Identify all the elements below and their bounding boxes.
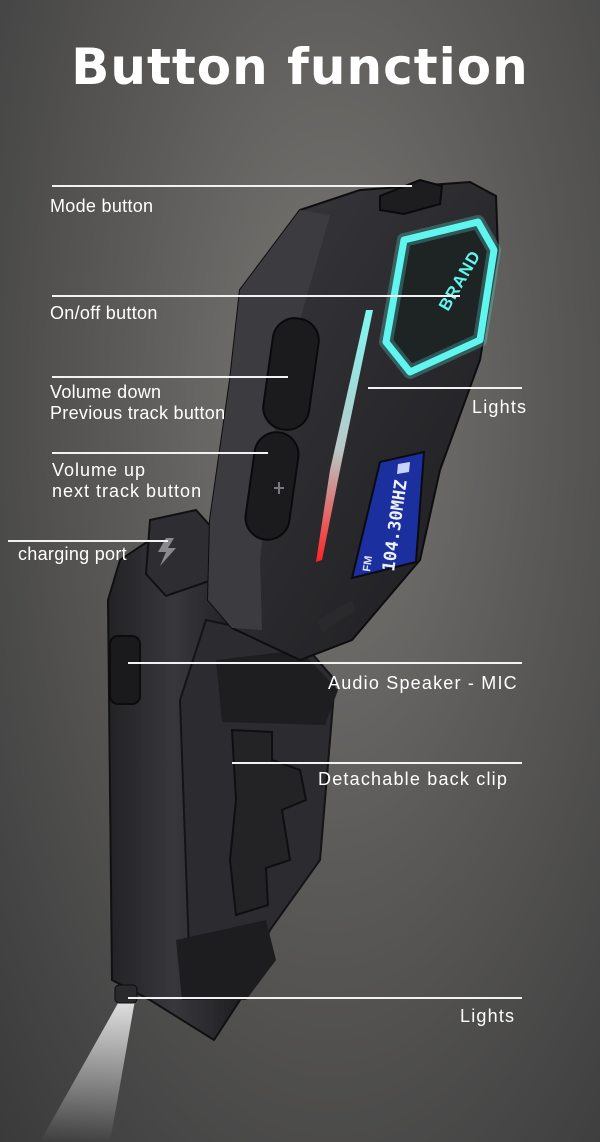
back-clip bbox=[228, 728, 308, 917]
label-charging-port: charging port bbox=[18, 544, 127, 564]
upper-unit bbox=[206, 178, 501, 662]
volume-down-button bbox=[262, 317, 320, 431]
callout-line-mode bbox=[52, 185, 412, 187]
callout-line-onoff bbox=[52, 295, 460, 297]
logo-light-frame bbox=[382, 218, 498, 376]
label-onoff-button: On/off button bbox=[50, 303, 158, 323]
label-previous-track: Previous track button bbox=[50, 403, 226, 423]
charging-port-cap bbox=[144, 508, 216, 598]
label-volume-up: Volume up bbox=[52, 460, 147, 480]
lower-unit bbox=[106, 508, 338, 1042]
label-mode-button: Mode button bbox=[50, 196, 154, 216]
label-next-track: next track button bbox=[52, 481, 203, 501]
label-lights-bottom: Lights bbox=[460, 1006, 516, 1026]
lcd-display bbox=[350, 450, 426, 580]
label-lights-top: Lights bbox=[472, 397, 528, 417]
front-light-strip bbox=[316, 310, 373, 562]
callout-line-back-clip bbox=[232, 762, 522, 764]
callout-line-charging bbox=[8, 540, 168, 542]
callout-line-audio bbox=[128, 662, 522, 664]
callout-line-volume-down bbox=[52, 376, 288, 378]
light-beam bbox=[40, 996, 135, 1142]
bottom-pad bbox=[176, 920, 276, 1000]
side-speaker-port bbox=[109, 635, 141, 705]
speaker-pad bbox=[216, 650, 338, 725]
label-volume-down: Volume down bbox=[50, 382, 162, 402]
callout-line-lights-bottom bbox=[128, 997, 522, 999]
label-audio-speaker: Audio Speaker - MIC bbox=[328, 673, 518, 693]
callout-line-lights-top bbox=[368, 387, 522, 389]
bottom-light-housing bbox=[114, 984, 138, 1004]
volume-up-button bbox=[244, 431, 300, 541]
callout-line-volume-up bbox=[52, 452, 268, 454]
mode-button bbox=[379, 178, 444, 216]
label-back-clip: Detachable back clip bbox=[318, 769, 509, 789]
lcd-mode-text: FM bbox=[361, 555, 375, 572]
page-title: Button function bbox=[71, 38, 529, 96]
